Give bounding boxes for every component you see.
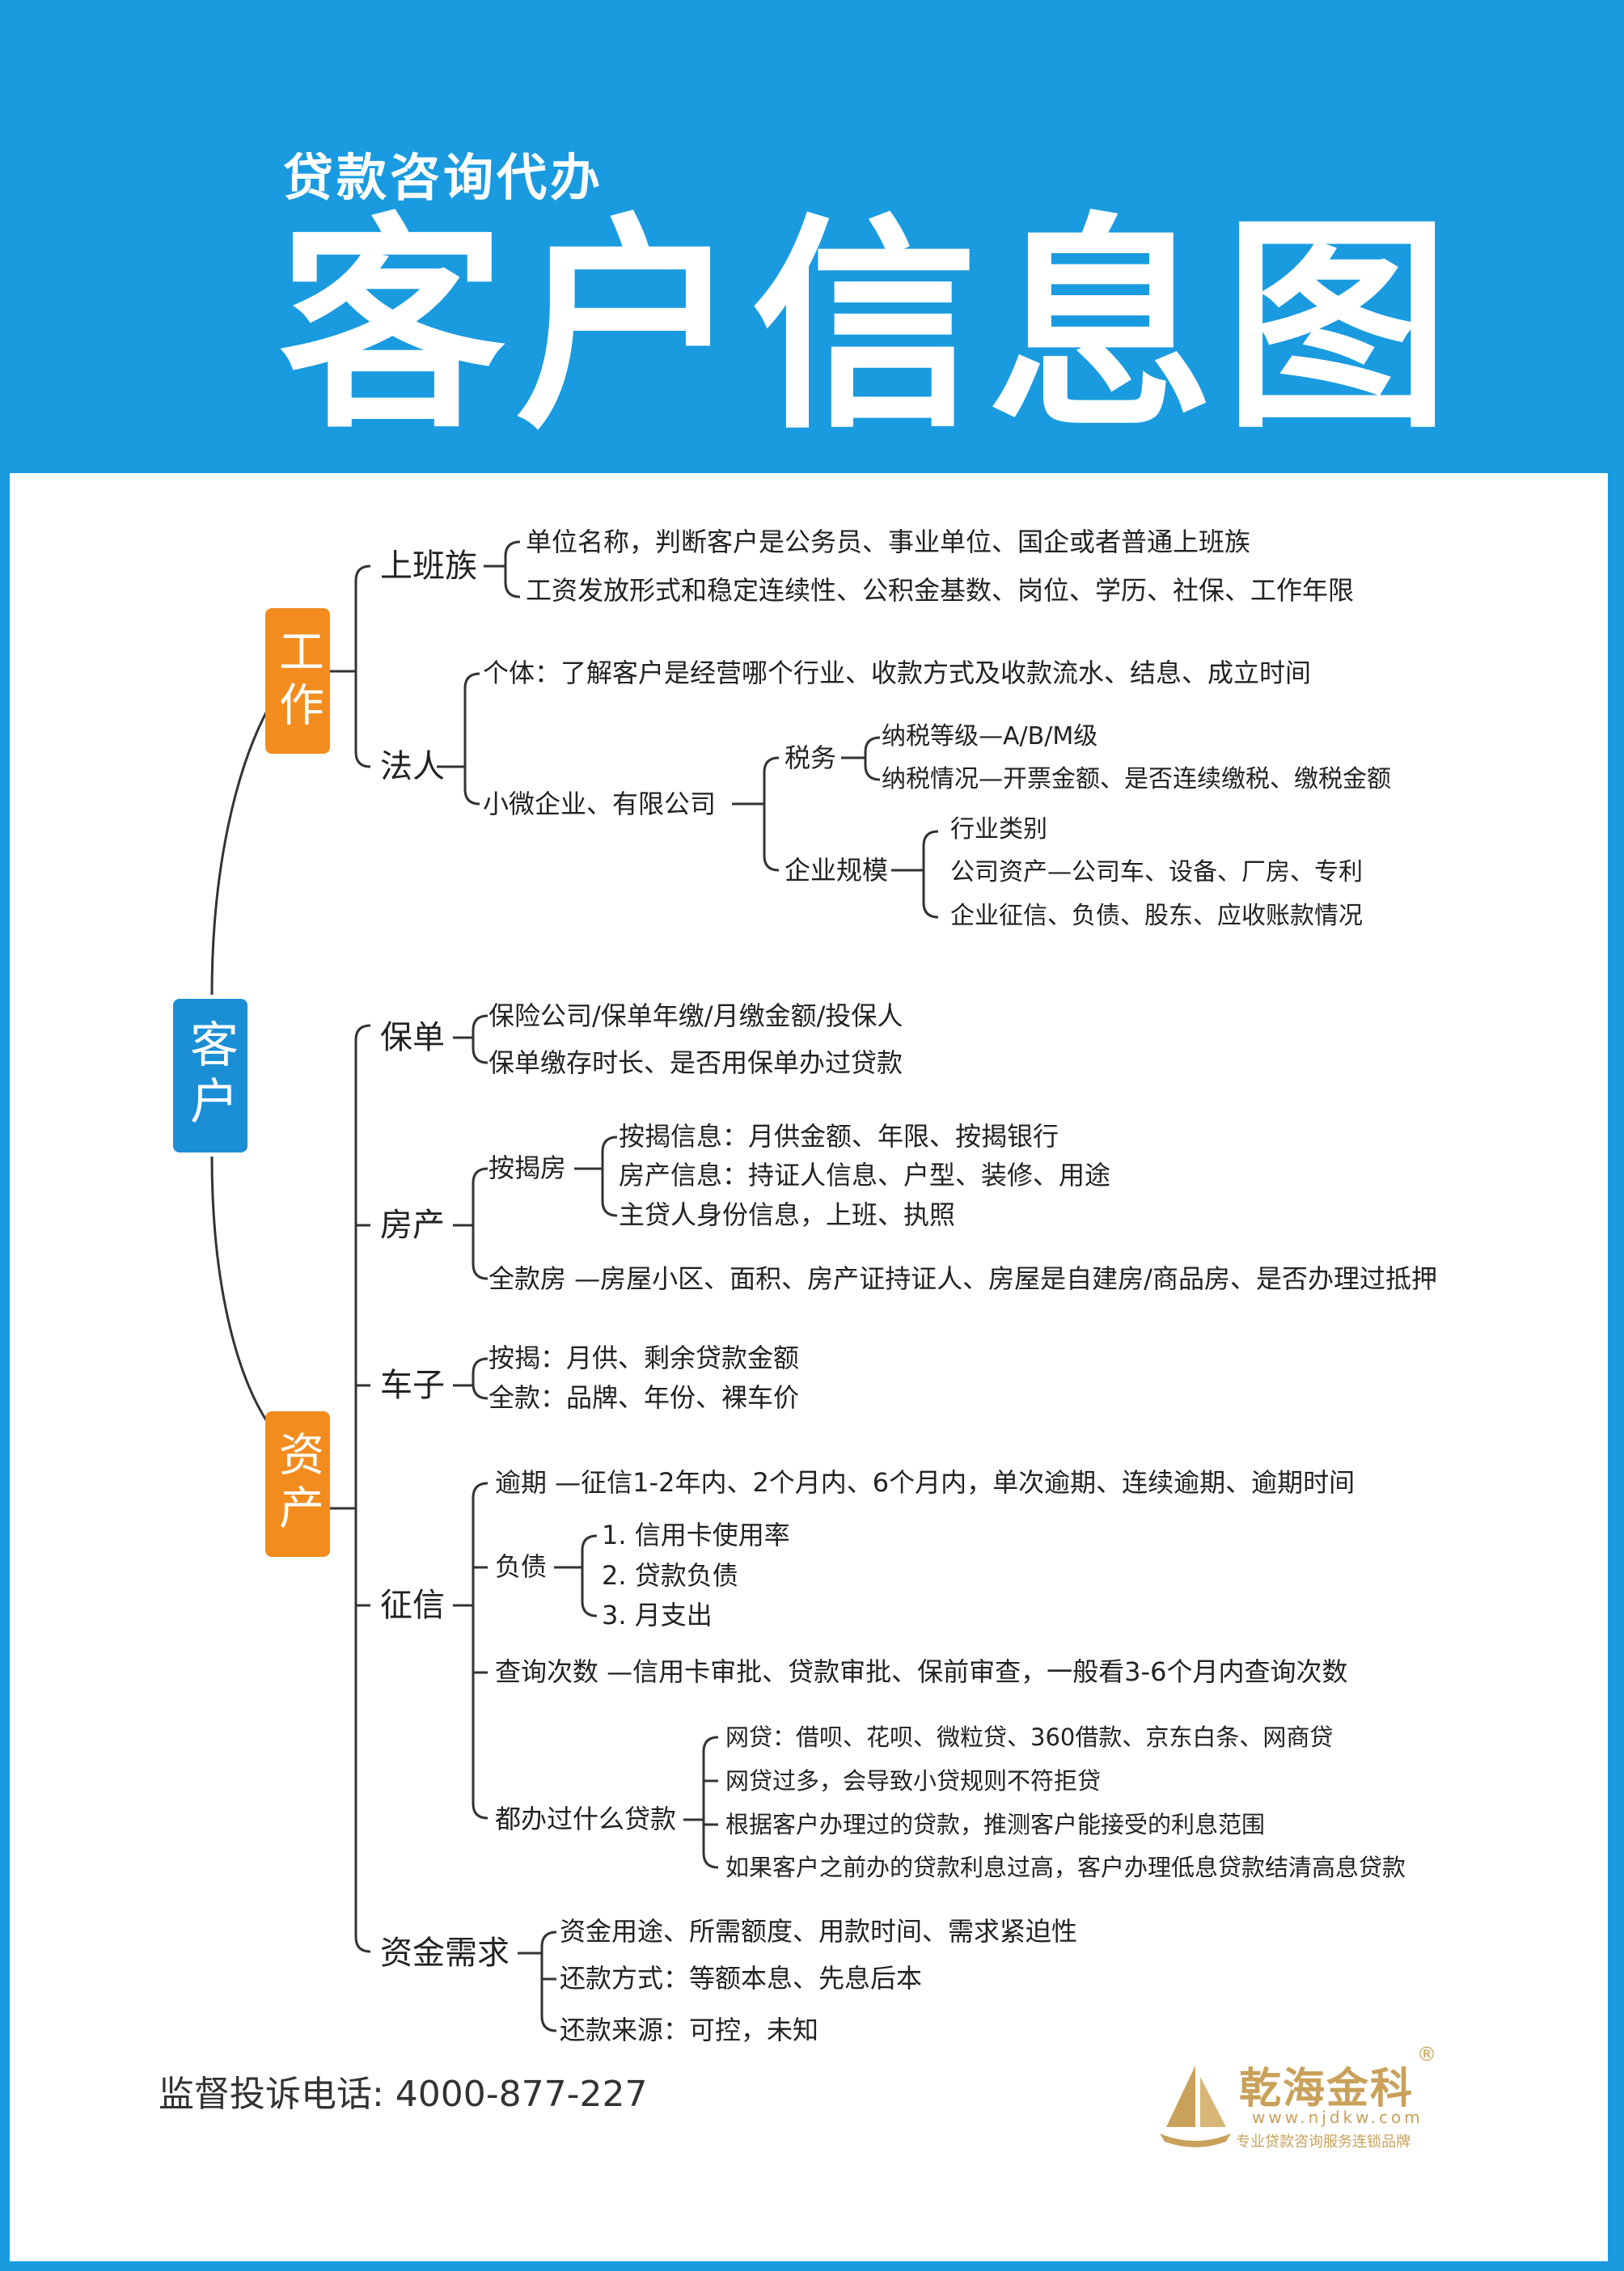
list-item: 企业征信、负债、股东、应收账款情况 <box>950 902 1363 930</box>
list-item: 单位名称，判断客户是公务员、事业单位、国企或者普通上班族 <box>526 527 1251 557</box>
brand-logo: 乾海金科 ® www.njdkw.com 专业贷款咨询服务连锁品牌 <box>1157 2043 1436 2159</box>
list-item: 根据客户办理过的贷款，推测客户能接受的利息范围 <box>725 1811 1266 1838</box>
logo-slogan: 专业贷款咨询服务连锁品牌 <box>1236 2134 1410 2150</box>
root-node-customer: 客户 <box>173 999 247 1152</box>
list-item: 按揭：月供、剩余贷款金额 <box>488 1343 800 1373</box>
subtitle: 贷款咨询代办 <box>283 148 604 207</box>
node-guimo: 企业规模 <box>785 855 889 886</box>
node-daikuan: 都办过什么贷款 <box>495 1804 677 1834</box>
list-item: 如果客户之前办的贷款利息过高，客户办理低息贷款结清高息贷款 <box>725 1854 1406 1881</box>
list-item: 查询次数 —信用卡审批、贷款审批、保前审查，一般看3-6个月内查询次数 <box>495 1656 1348 1687</box>
node-shuiwu: 税务 <box>785 742 837 773</box>
list-item: 公司资产—公司车、设备、厂房、专利 <box>950 858 1363 886</box>
list-item: 3. 月支出 <box>602 1600 713 1630</box>
node-zijinxuqiu: 资金需求 <box>380 1935 510 1972</box>
list-item: 主贷人身份信息，上班、执照 <box>619 1199 956 1230</box>
logo-website: www.njdkw.com <box>1252 2108 1423 2127</box>
node-shangbanzu: 上班族 <box>380 548 477 585</box>
list-item: 个体：了解客户是经营哪个行业、收款方式及收款流水、结息、成立时间 <box>483 658 1312 688</box>
logo-name: 乾海金科 <box>1239 2065 1415 2113</box>
list-item: 小微企业、有限公司 <box>483 789 717 819</box>
list-item: 还款来源：可控，未知 <box>560 2015 819 2045</box>
list-item: 网贷：借呗、花呗、微粒贷、360借款、京东白条、网商贷 <box>725 1723 1334 1751</box>
list-item: 2. 贷款负债 <box>602 1560 738 1591</box>
registered-mark: ® <box>1417 2043 1436 2066</box>
list-item: 1. 信用卡使用率 <box>602 1520 790 1550</box>
sailboat-icon <box>1160 2066 1231 2147</box>
list-item: 逾期 —征信1-2年内、2个月内、6个月内，单次逾期、连续逾期、逾期时间 <box>495 1467 1355 1498</box>
node-fuzhai: 负债 <box>495 1551 548 1582</box>
diagram-panel <box>10 473 1608 2261</box>
list-item: 工资发放形式和稳定连续性、公积金基数、岗位、学历、社保、工作年限 <box>526 575 1355 606</box>
page-title: 客户信息图 <box>279 196 1460 459</box>
list-item: 网贷过多，会导致小贷规则不符拒贷 <box>725 1767 1102 1795</box>
list-item: 房产信息：持证人信息、户型、装修、用途 <box>619 1160 1111 1190</box>
list-item: 按揭信息：月供金额、年限、按揭银行 <box>619 1121 1059 1152</box>
category-assets: 资产 <box>265 1411 330 1557</box>
list-item: 纳税情况—开票金额、是否连续缴税、缴税金额 <box>882 765 1391 793</box>
node-faren: 法人 <box>380 748 445 785</box>
list-item: 行业类别 <box>950 815 1047 844</box>
node-chezi: 车子 <box>380 1367 445 1404</box>
list-item: 全款：品牌、年份、裸车价 <box>488 1382 800 1413</box>
list-item: 全款房 —房屋小区、面积、房产证持证人、房屋是自建房/商品房、是否办理过抵押 <box>488 1263 1437 1294</box>
list-item: 还款方式：等额本息、先息后本 <box>560 1963 923 1994</box>
complaint-hotline: 监督投诉电话: 4000-877-227 <box>159 2074 648 2115</box>
list-item: 资金用途、所需额度、用款时间、需求紧迫性 <box>560 1916 1078 1947</box>
header-banner: 贷款咨询代办 客户信息图 <box>0 0 1624 473</box>
list-item: 保险公司/保单年缴/月缴金额/投保人 <box>488 1000 903 1031</box>
node-anjiefang: 按揭房 <box>488 1152 567 1183</box>
list-item: 保单缴存时长、是否用保单办过贷款 <box>488 1047 903 1078</box>
node-zhengxin: 征信 <box>380 1587 445 1624</box>
list-item: 纳税等级—A/B/M级 <box>882 722 1098 751</box>
node-baodan: 保单 <box>380 1019 445 1056</box>
category-work: 工作 <box>265 608 330 754</box>
node-fangchan: 房产 <box>380 1207 445 1244</box>
